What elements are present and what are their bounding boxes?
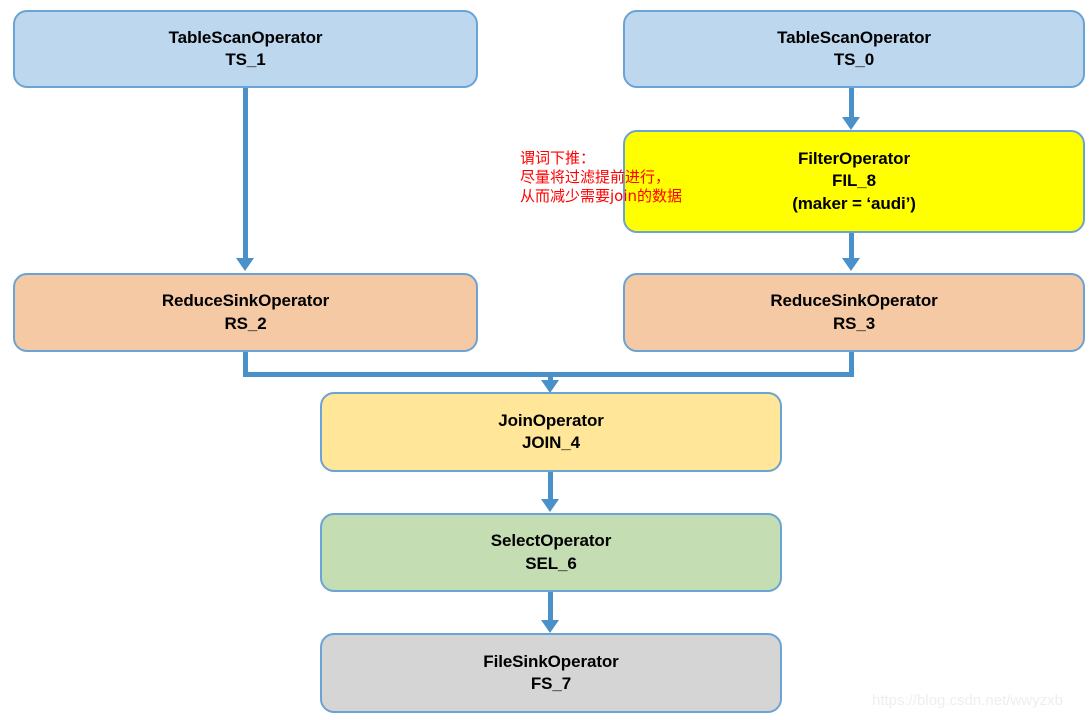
edge-rs2-down-stub bbox=[243, 352, 248, 377]
node-ts1-line-1: TableScanOperator bbox=[168, 27, 323, 47]
node-rs2-line-1: ReduceSinkOperator bbox=[161, 291, 330, 311]
edge-merge-to-join4 bbox=[548, 372, 553, 384]
node-join4-line-2: JOIN_4 bbox=[522, 433, 580, 452]
annotation-line-1: 谓词下推： bbox=[520, 149, 596, 167]
edge-ts1-to-rs2-arrowhead bbox=[236, 258, 254, 271]
node-fs7-line-1: FileSinkOperator bbox=[483, 651, 619, 671]
node-ts1-line-2: TS_1 bbox=[225, 50, 266, 69]
node-fil8-line-1: FilterOperator bbox=[798, 148, 910, 168]
annotation-line-3: 从而减少需要join的数据 bbox=[520, 187, 683, 206]
node-sel6-line-1: SelectOperator bbox=[490, 531, 612, 551]
edge-ts0-to-fil8 bbox=[849, 88, 854, 120]
node-fs7-line-2: FS_7 bbox=[530, 674, 572, 693]
edge-fil8-to-rs3 bbox=[849, 233, 854, 260]
node-sel6-line-2: SEL_6 bbox=[525, 553, 577, 573]
node-ts0-line-2: TS_0 bbox=[833, 50, 875, 69]
node-selectoperator-sel6[interactable]: SelectOperator SEL_6 bbox=[320, 513, 782, 592]
node-fil8-line-2: FIL_8 bbox=[832, 171, 876, 191]
node-rs2-line-2: RS_2 bbox=[224, 313, 267, 333]
node-rs3-line-2: RS_3 bbox=[832, 313, 876, 333]
edge-rs3-down-stub bbox=[849, 352, 854, 377]
edge-fil8-to-rs3-arrowhead bbox=[842, 258, 860, 271]
node-filesinkoperator-fs7[interactable]: FileSinkOperator FS_7 bbox=[320, 633, 782, 713]
watermark: https://blog.csdn.net/wwyzxb bbox=[872, 692, 1063, 709]
annotation-predicate-pushdown: 谓词下推： 尽量将过滤提前进行， 从而减少需要join的数据 bbox=[520, 149, 682, 207]
node-join4-line-1: JoinOperator bbox=[498, 410, 604, 430]
node-tablescan-ts0[interactable]: TableScanOperator TS_0 bbox=[623, 10, 1085, 88]
node-tablescan-ts1[interactable]: TableScanOperator TS_1 bbox=[13, 10, 478, 88]
edge-merge-to-join4-arrowhead bbox=[541, 380, 559, 393]
node-reducesink-rs2[interactable]: ReduceSinkOperator RS_2 bbox=[13, 273, 478, 352]
edge-sel6-to-fs7 bbox=[548, 592, 553, 623]
node-ts0-line-1: TableScanOperator bbox=[777, 27, 931, 47]
node-reducesink-rs3[interactable]: ReduceSinkOperator RS_3 bbox=[623, 273, 1085, 352]
edge-sel6-to-fs7-arrowhead bbox=[541, 620, 559, 633]
node-fil8-predicate: (maker = ‘audi’) bbox=[792, 193, 916, 213]
edge-ts1-to-rs2 bbox=[243, 88, 248, 260]
node-joinoperator-join4[interactable]: JoinOperator JOIN_4 bbox=[320, 392, 782, 472]
edge-ts0-to-fil8-arrowhead bbox=[842, 117, 860, 130]
annotation-line-2: 尽量将过滤提前进行， bbox=[520, 168, 671, 187]
edge-join4-to-sel6-arrowhead bbox=[541, 499, 559, 512]
node-rs3-line-1: ReduceSinkOperator bbox=[770, 291, 938, 311]
edge-join4-to-sel6 bbox=[548, 472, 553, 502]
node-filteroperator-fil8[interactable]: FilterOperator FIL_8 (maker = ‘audi’) bbox=[623, 130, 1085, 233]
